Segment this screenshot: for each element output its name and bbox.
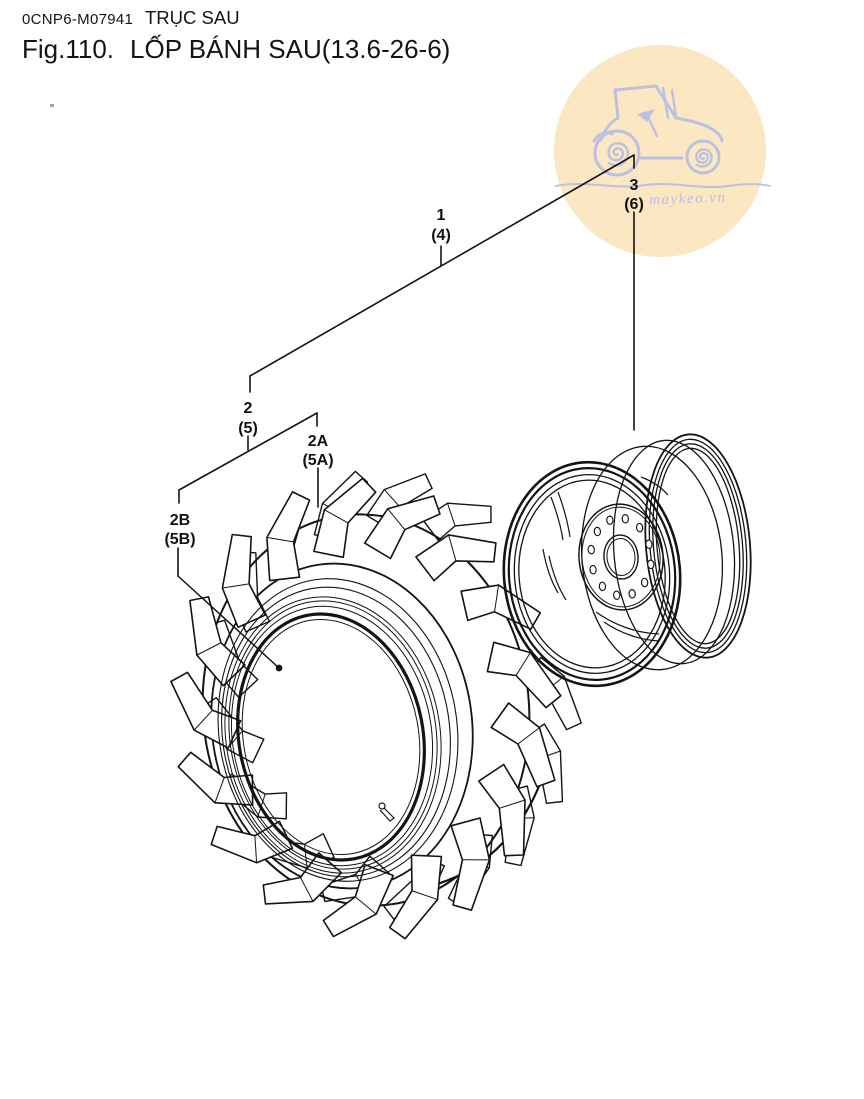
valve-stem <box>378 802 395 822</box>
figure-title: Fig.110. LỐP BÁNH SAU(13.6-26-6) <box>22 34 450 65</box>
callout-2a-alt: (5A) <box>302 452 333 469</box>
callout-3-num: 3 <box>630 177 639 194</box>
watermark-text: maykeo.vn <box>649 190 727 209</box>
callout-labels: 1 (4) 2 (5) 2A (5A) 2B (5B) 3 (6) <box>164 177 643 548</box>
section-title: TRỤC SAU <box>145 7 240 28</box>
callout-2-num: 2 <box>244 400 253 417</box>
watermark-circle <box>554 45 766 257</box>
callout-2b-num: 2B <box>170 512 190 529</box>
rim-dish-contours <box>542 476 669 642</box>
tractor-icon <box>555 84 771 189</box>
callout-1-num: 1 <box>437 207 446 224</box>
callout-1-alt: (4) <box>431 227 451 244</box>
watermark: maykeo.vn <box>554 45 771 257</box>
figure-number: Fig.110. <box>22 34 115 64</box>
document-code: 0CNP6-M07941 <box>22 11 134 28</box>
callout-3-alt: (6) <box>624 196 644 213</box>
leader-dot <box>275 664 283 672</box>
figure-name: LỐP BÁNH SAU(13.6-26-6) <box>130 34 451 64</box>
hub-hole <box>603 534 639 580</box>
scan-artifact-dot <box>50 104 54 107</box>
callout-2b-alt: (5B) <box>164 531 195 548</box>
tire-illustration <box>170 470 582 940</box>
callout-2-alt: (5) <box>238 420 258 437</box>
wheel-disc <box>578 503 664 611</box>
leader-lines <box>177 154 635 669</box>
rim-illustration <box>502 433 752 688</box>
callout-2a-num: 2A <box>308 433 329 450</box>
bolt-holes <box>587 514 655 600</box>
